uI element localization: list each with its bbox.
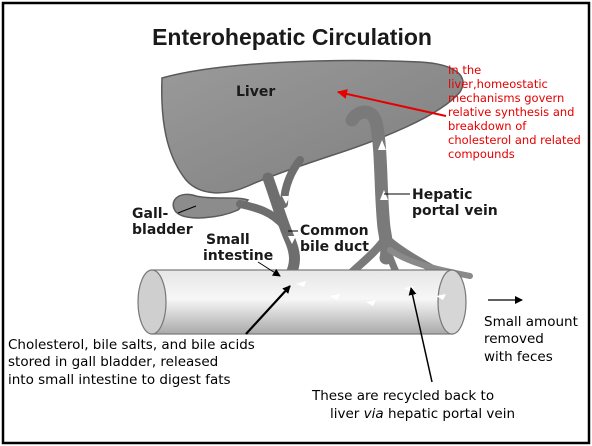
small-intestine-end-right — [438, 270, 466, 334]
removal-note-line-3: with feces — [484, 349, 553, 365]
label-hepatic-portal-vein-2: portal vein — [412, 203, 498, 219]
storage-note-line-1: Cholesterol, bile salts, and bile acids — [8, 337, 255, 353]
recycle-note-line-1: These are recycled back to — [311, 388, 494, 404]
liver-note-line-4: relative synthesis and — [448, 105, 574, 119]
recycle-note-italic: via — [364, 406, 384, 422]
liver-note-line-7: compounds — [448, 147, 515, 161]
liver-note-line-2: liver,homeostatic — [448, 77, 548, 91]
liver-note-line-1: In the — [448, 63, 481, 77]
small-intestine-shape — [152, 270, 452, 334]
label-gall-bladder-2: bladder — [132, 222, 193, 238]
label-gall-bladder-1: Gall- — [132, 206, 169, 222]
label-small-intestine-1: Small — [206, 232, 250, 248]
recycle-note-post: hepatic portal vein — [384, 406, 515, 422]
recycle-note-line-2: liver via hepatic portal vein — [330, 406, 515, 422]
storage-note: Cholesterol, bile salts, and bile acids … — [8, 337, 255, 388]
recycle-note-pre: liver — [330, 406, 364, 422]
diagram-title: Enterohepatic Circulation — [152, 24, 432, 50]
label-common-bile-duct-1: Common — [300, 223, 369, 239]
storage-note-line-2: stored in gall bladder, released — [8, 354, 218, 370]
label-common-bile-duct-2: bile duct — [300, 239, 369, 255]
storage-note-line-3: into small intestine to digest fats — [8, 372, 231, 388]
small-intestine-end-left — [138, 270, 166, 334]
liver-note-line-6: cholesterol and related — [448, 133, 581, 147]
label-hepatic-portal-vein-1: Hepatic — [412, 187, 472, 203]
label-small-intestine-2: intestine — [203, 248, 273, 264]
liver-note-line-5: breakdown of — [448, 119, 527, 133]
label-liver: Liver — [236, 84, 275, 100]
removal-note-line-1: Small amount — [484, 314, 578, 330]
liver-note-line-3: mechanisms govern — [448, 91, 564, 105]
removal-note-line-2: removed — [484, 331, 544, 347]
